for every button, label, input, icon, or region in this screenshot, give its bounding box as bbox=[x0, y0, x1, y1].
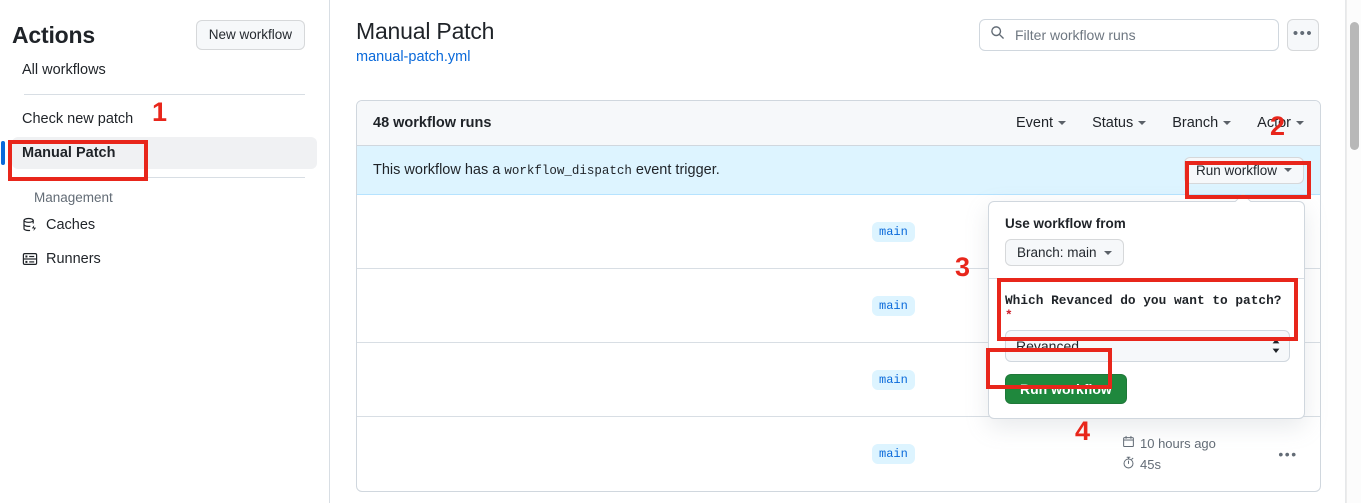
main-right-border bbox=[1345, 0, 1346, 503]
filter-actor-label: Actor bbox=[1257, 115, 1291, 131]
branch-badge[interactable]: main bbox=[872, 295, 915, 316]
dispatch-event-name: workflow_dispatch bbox=[504, 164, 632, 178]
main-content: Manual Patch manual-patch.yml ••• bbox=[331, 0, 1341, 503]
sidebar-title: Actions bbox=[12, 21, 95, 48]
page-scrollbar-thumb[interactable] bbox=[1350, 22, 1359, 150]
revanced-select-wrapper: Revanced bbox=[1005, 330, 1290, 362]
search-input[interactable] bbox=[1013, 26, 1268, 44]
filter-status-label: Status bbox=[1092, 115, 1134, 131]
run-workflow-submit-button[interactable]: Run workflow bbox=[1005, 374, 1127, 404]
filter-actor[interactable]: Actor bbox=[1257, 115, 1304, 131]
branch-select-button[interactable]: Branch: main bbox=[1005, 239, 1124, 266]
branch-select-label: Branch: main bbox=[1017, 245, 1097, 260]
table-row[interactable]: main bbox=[357, 195, 1320, 269]
sidebar-management-heading: Management bbox=[34, 190, 113, 205]
run-workflow-dropdown-button[interactable]: Run workflow bbox=[1183, 156, 1304, 184]
row-more-options-button[interactable]: ••• bbox=[1278, 446, 1298, 462]
branch-badge[interactable]: main bbox=[872, 369, 915, 390]
filter-workflow-runs-box[interactable] bbox=[979, 19, 1279, 51]
filter-status[interactable]: Status bbox=[1092, 115, 1147, 131]
table-row[interactable]: main 10 hours ago bbox=[357, 417, 1320, 491]
sidebar-item-check-new-patch[interactable]: Check new patch bbox=[12, 103, 317, 135]
run-branch-cell: main bbox=[872, 221, 1122, 242]
filter-event[interactable]: Event bbox=[1016, 115, 1067, 131]
workflow-file-link[interactable]: manual-patch.yml bbox=[356, 49, 471, 65]
runners-icon bbox=[22, 251, 38, 267]
use-workflow-from-label: Use workflow from bbox=[1005, 216, 1126, 231]
run-workflow-submit-section: Run workflow bbox=[989, 374, 1304, 418]
header-actions: ••• bbox=[979, 16, 1319, 51]
workflow-input-label: Which Revanced do you want to patch? * bbox=[1005, 293, 1288, 323]
run-branch-cell: main bbox=[872, 444, 1122, 464]
chevron-down-icon bbox=[1058, 121, 1067, 125]
dropdown-caret-icon bbox=[1235, 194, 1251, 202]
run-meta-cell: 10 hours ago 45s bbox=[1122, 433, 1272, 475]
stopwatch-icon bbox=[1122, 454, 1135, 475]
required-asterisk: * bbox=[1005, 308, 1013, 323]
sidebar-item-label: All workflows bbox=[22, 62, 106, 78]
sidebar-workflow-list: All workflows Check new patch Manual Pat… bbox=[0, 54, 329, 275]
page-title: Manual Patch bbox=[356, 18, 495, 44]
workflow-dispatch-banner: This workflow has a workflow_dispatch ev… bbox=[357, 146, 1320, 195]
sidebar-item-all-workflows[interactable]: All workflows bbox=[12, 54, 317, 86]
sidebar-item-label: Check new patch bbox=[22, 111, 134, 127]
run-workflow-dropdown-panel: Use workflow from Branch: main Which Rev… bbox=[988, 201, 1305, 419]
run-timestamp-text: 10 hours ago bbox=[1140, 436, 1216, 451]
filter-event-label: Event bbox=[1016, 115, 1054, 131]
chevron-down-icon bbox=[1103, 250, 1112, 255]
workflow-header: Manual Patch manual-patch.yml ••• bbox=[331, 0, 1341, 66]
dispatch-notice-prefix: This workflow has a bbox=[373, 162, 501, 178]
chevron-down-icon bbox=[1296, 121, 1304, 125]
sidebar-item-manual-patch[interactable]: Manual Patch bbox=[1, 137, 317, 169]
chevron-down-icon bbox=[1138, 121, 1147, 125]
revanced-select[interactable]: Revanced bbox=[1005, 330, 1290, 362]
sidebar-divider-2 bbox=[24, 177, 305, 178]
use-workflow-from-section: Use workflow from Branch: main bbox=[989, 202, 1304, 278]
run-duration: 45s bbox=[1122, 454, 1272, 475]
chevron-down-icon bbox=[1223, 121, 1232, 125]
dispatch-notice-text: This workflow has a workflow_dispatch ev… bbox=[373, 162, 720, 178]
run-branch-cell: main bbox=[872, 369, 1122, 390]
workflow-runs-panel: 48 workflow runs Event Status Branch bbox=[356, 100, 1321, 492]
new-workflow-button[interactable]: New workflow bbox=[195, 20, 305, 50]
workflow-input-label-text: Which Revanced do you want to patch? bbox=[1005, 293, 1282, 308]
sidebar-item-label: Runners bbox=[46, 251, 101, 267]
filter-branch[interactable]: Branch bbox=[1172, 115, 1232, 131]
page-scrollbar[interactable] bbox=[1346, 0, 1361, 503]
run-branch-cell: main bbox=[872, 295, 1122, 316]
table-row[interactable]: main bbox=[357, 269, 1320, 343]
branch-badge[interactable]: main bbox=[872, 444, 915, 464]
sidebar-item-label: Manual Patch bbox=[22, 145, 116, 161]
run-duration-text: 45s bbox=[1140, 457, 1161, 472]
actions-sidebar: Actions New workflow All workflows Check… bbox=[0, 0, 330, 503]
filter-branch-label: Branch bbox=[1172, 115, 1219, 131]
workflow-runs-filter-group: Event Status Branch Actor bbox=[1016, 115, 1304, 131]
branch-badge[interactable]: main bbox=[872, 221, 915, 242]
sidebar-item-label: Caches bbox=[46, 217, 96, 233]
run-timestamp: 10 hours ago bbox=[1122, 433, 1272, 454]
cache-icon bbox=[22, 217, 38, 233]
header-more-options-button[interactable]: ••• bbox=[1287, 19, 1319, 51]
calendar-icon bbox=[1122, 433, 1135, 454]
workflow-runs-count: 48 workflow runs bbox=[373, 115, 492, 131]
workflow-title-block: Manual Patch manual-patch.yml bbox=[356, 16, 494, 66]
sidebar-divider-1 bbox=[24, 94, 305, 95]
sidebar-item-caches[interactable]: Caches bbox=[12, 209, 317, 241]
search-icon bbox=[990, 25, 1005, 45]
chevron-down-icon bbox=[1284, 168, 1292, 172]
workflow-input-section: Which Revanced do you want to patch? * R… bbox=[989, 279, 1304, 374]
sidebar-item-runners[interactable]: Runners bbox=[12, 243, 317, 275]
run-workflow-dropdown-label: Run workflow bbox=[1195, 162, 1277, 178]
dispatch-notice-suffix: event trigger. bbox=[635, 162, 720, 178]
workflow-runs-header: 48 workflow runs Event Status Branch bbox=[357, 101, 1320, 146]
sidebar-header: Actions New workflow bbox=[0, 0, 329, 54]
